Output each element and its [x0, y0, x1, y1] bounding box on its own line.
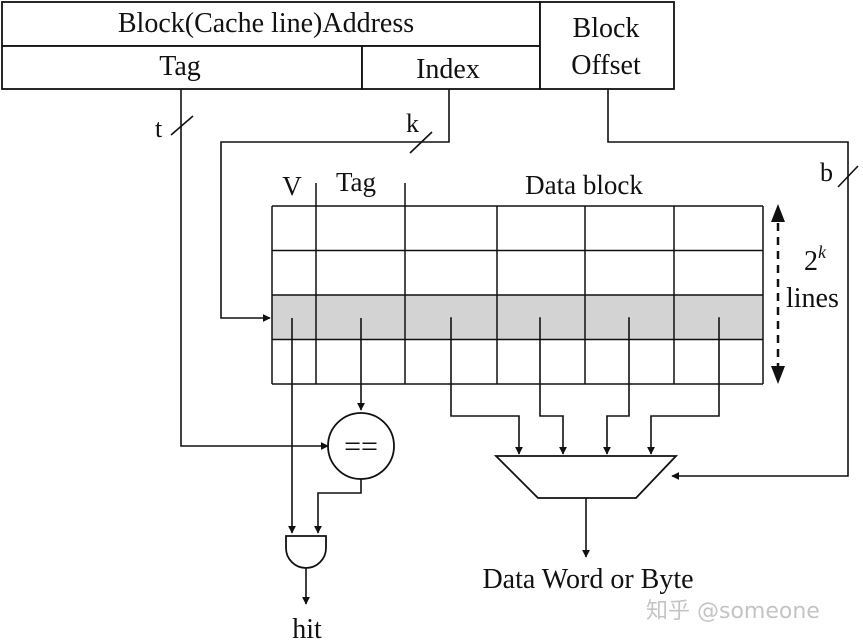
and-gate [285, 535, 327, 569]
data-word-wire [603, 317, 630, 455]
selected-cache-line [272, 295, 763, 340]
hit-logic: == hit [285, 318, 395, 642]
lines-count-label: 2k [804, 242, 827, 277]
hit-label: hit [292, 614, 322, 642]
lines-count-exponent: k [818, 242, 827, 262]
lines-arrow-down [771, 366, 785, 384]
lines-unit-label: lines [786, 283, 839, 314]
tag-field-label: Tag [159, 51, 201, 82]
index-field-label: Index [416, 54, 480, 85]
index-bus: k [220, 89, 450, 322]
data-mux-section: Data Word or Byte [450, 317, 720, 595]
comparator-symbol: == [344, 430, 378, 463]
tag-bus-width-label: t [155, 114, 163, 143]
index-bus-width-label: k [406, 109, 419, 138]
lines-dimension: 2k lines [771, 204, 839, 384]
address-register: Block(Cache line)Address Tag Index Block… [1, 1, 675, 90]
block-offset-field [539, 1, 675, 90]
valid-column-header: V [282, 171, 302, 201]
data-output-label: Data Word or Byte [482, 564, 693, 595]
tag-field [1, 45, 363, 90]
index-field [361, 45, 541, 90]
watermark-text: 知乎 @someone [646, 599, 820, 624]
block-address-field [1, 1, 541, 47]
tag-bus-wire [180, 89, 329, 450]
data-word-wire [647, 317, 720, 455]
index-bus-slash [409, 131, 433, 154]
offset-label-line1: Block [573, 13, 640, 44]
data-word-wire [450, 317, 523, 455]
block-address-label: Block(Cache line)Address [118, 8, 414, 39]
data-multiplexer [493, 455, 679, 499]
tag-bus-slash [170, 115, 194, 136]
offset-label-line2: Offset [571, 50, 641, 81]
comparator-to-and-wire [314, 479, 362, 534]
offset-bus-wire [607, 89, 849, 480]
tag-bus: t [155, 89, 329, 450]
data-word-wire [539, 317, 567, 455]
tag-column-header: Tag [336, 167, 376, 197]
cache-array: V Tag Data block [271, 167, 764, 385]
offset-bus-slash [837, 165, 859, 188]
offset-bus: b [607, 89, 859, 480]
lines-count-base: 2 [804, 246, 818, 277]
index-bus-wire [220, 89, 450, 322]
offset-bus-width-label: b [820, 158, 833, 187]
lines-arrow-up [771, 204, 785, 222]
data-block-header: Data block [525, 170, 643, 200]
